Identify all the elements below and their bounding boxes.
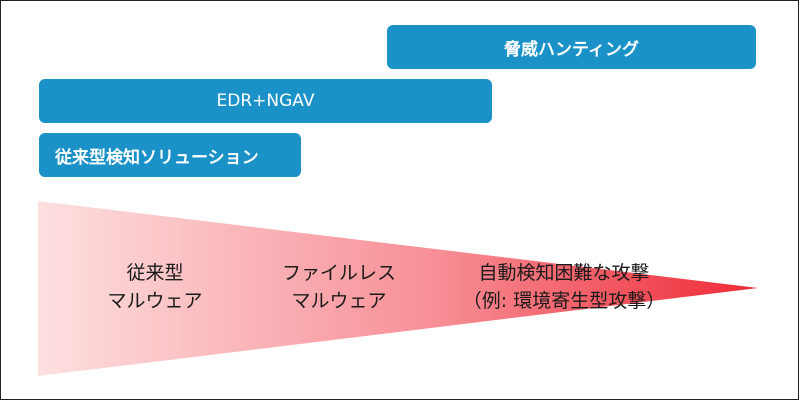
threat-label-line: 自動検知困難な攻撃 <box>478 262 650 284</box>
threat-hunting-label: 脅威ハンティング <box>504 39 639 60</box>
threat-hunting-bar: 脅威ハンティング <box>387 25 756 69</box>
wedge-shape <box>38 201 758 376</box>
threat-label-line: （例: 環境寄生型攻撃） <box>462 290 666 312</box>
threat-label-hard-to-detect: 自動検知困難な攻撃 （例: 環境寄生型攻撃） <box>439 259 689 315</box>
threat-label-line: 従来型 <box>126 262 184 284</box>
edr-ngav-bar: EDR+NGAV <box>39 79 492 123</box>
legacy-detection-bar: 従来型検知ソリューション <box>39 133 301 177</box>
threat-label-fileless-malware: ファイルレス マルウェア <box>269 259 409 315</box>
edr-ngav-label: EDR+NGAV <box>216 91 315 111</box>
threat-label-line: マルウェア <box>107 290 203 312</box>
threat-label-line: マルウェア <box>291 290 387 312</box>
threat-label-legacy-malware: 従来型 マルウェア <box>85 259 225 315</box>
threat-label-line: ファイルレス <box>281 262 396 284</box>
legacy-detection-label: 従来型検知ソリューション <box>55 147 259 168</box>
threat-difficulty-wedge <box>38 201 758 376</box>
